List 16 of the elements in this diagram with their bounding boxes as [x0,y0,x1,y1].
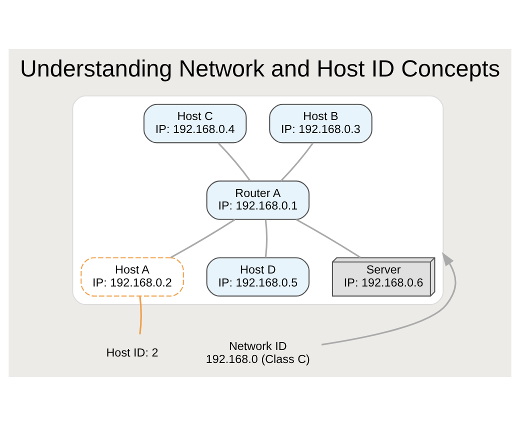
node-box: Router A IP: 192.168.0.1 [206,180,310,220]
node-box: Host A IP: 192.168.0.2 [80,256,184,296]
cluster [72,94,444,305]
connector [296,218,361,258]
connector [170,218,236,258]
node-box: Host C IP: 192.168.0.4 [143,103,247,143]
arrow [321,252,456,345]
connector [218,142,251,181]
connector [280,142,314,181]
connector [139,296,142,334]
node-box: Host D IP: 192.168.0.5 [206,256,310,296]
node-text: Host ID: 2 [106,346,158,360]
diagram-title: Understanding Network and Host ID Concepts [20,54,500,81]
node-box: Host B IP: 192.168.0.3 [269,103,372,143]
connector [264,219,268,258]
node-text: Network ID 192.168.0 (Class C) [206,340,310,366]
